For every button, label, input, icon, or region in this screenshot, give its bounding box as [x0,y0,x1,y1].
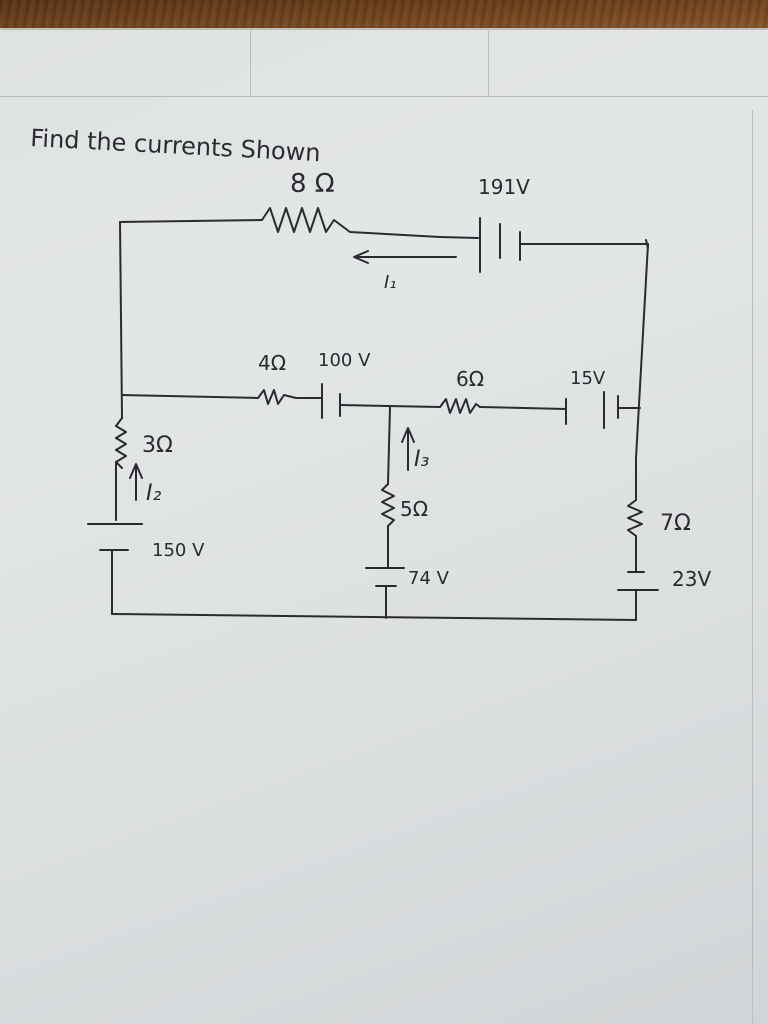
label-i3: I₃ [414,447,429,472]
label-7-ohm: 7Ω [660,511,691,536]
resistor-3-ohm [115,417,127,469]
paper-rule-divider [250,30,251,96]
worksheet-paper [0,30,768,1024]
label-3-ohm: 3Ω [142,433,173,458]
arrowhead-i1 [353,250,369,264]
wire-top-mid [439,236,479,239]
label-191v: 191V [478,175,530,199]
label-i1: I₁ [384,272,397,293]
wire-left-vertical [119,221,123,419]
wire-middle-left [121,394,259,399]
label-6-ohm: 6Ω [456,367,484,391]
label-8-ohm: 8 Ω [290,169,335,199]
wire-top-left [119,219,263,223]
label-23v: 23V [672,567,711,591]
label-100v: 100 V [318,350,371,371]
resistor-4-ohm [257,389,297,405]
wire-right-vertical [635,243,649,459]
paper-rule-line [0,96,768,97]
resistor-8-ohm [261,207,441,238]
resistor-6-ohm [439,398,481,414]
wire-center-upper [387,406,391,485]
paper-margin-line [752,110,753,1024]
paper-rule-divider [488,30,489,96]
wire-bottom [111,613,637,621]
problem-title: Find the currents Shown [30,124,322,167]
resistor-5-ohm [381,483,395,527]
arrowhead-i3 [401,427,415,443]
wire-to-15v [479,406,567,410]
label-4-ohm: 4Ω [258,351,286,375]
label-15v: 15V [570,368,606,389]
label-150v: 150 V [152,540,205,561]
label-74v: 74 V [408,568,450,589]
label-i2: I₂ [146,481,161,506]
resistor-7-ohm [627,499,643,537]
arrowhead-i2 [129,463,143,479]
label-5-ohm: 5Ω [400,497,428,521]
